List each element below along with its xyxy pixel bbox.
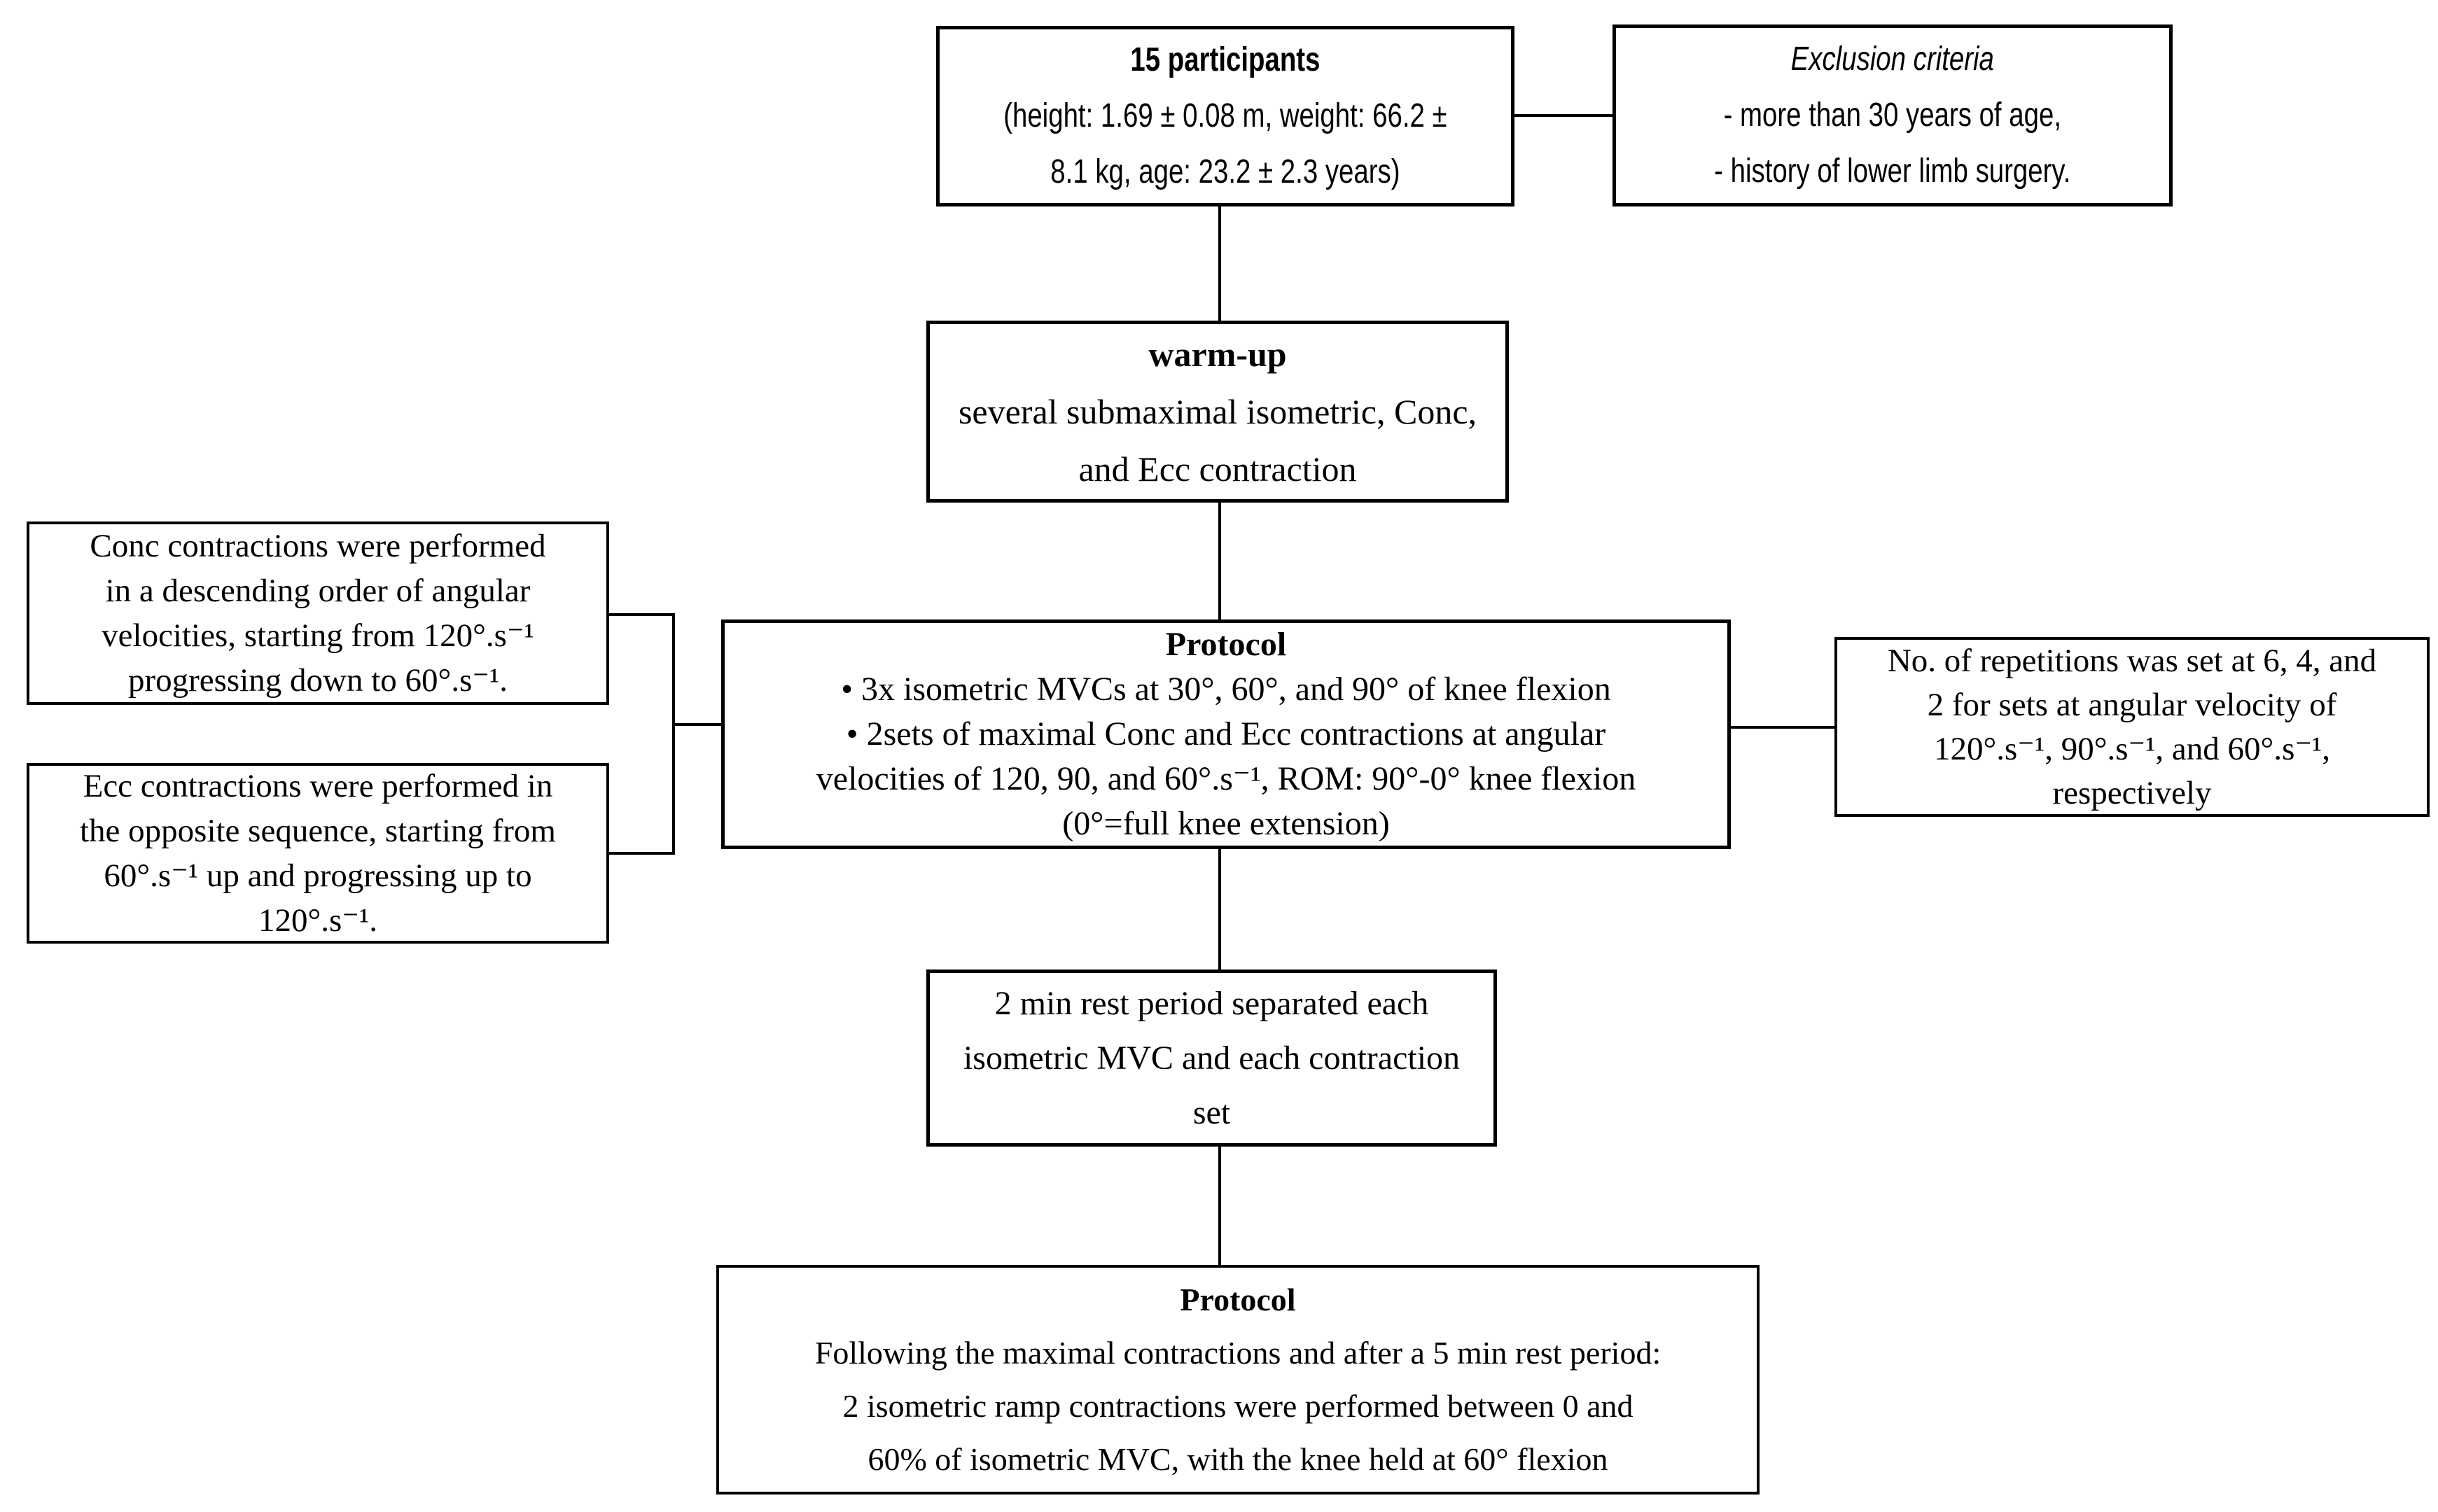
box-protocol-ramp: Protocol Following the maximal contracti… [716,1265,1760,1494]
rest-body: 2 min rest period separated each isometr… [963,984,1461,1131]
protocol-main-title: Protocol [1165,626,1287,663]
protocol-ramp-title: Protocol [1180,1282,1296,1317]
warmup-body: several submaximal isometric, Conc, and … [958,392,1477,489]
participants-body: (height: 1.69 ± 0.08 m, weight: 66.2 ± 8… [1003,97,1447,190]
box-conc-contractions: Conc contractions were performed in a de… [27,522,609,705]
box-protocol-main: Protocol • 3x isometric MVCs at 30°, 60°… [721,620,1731,849]
box-repetitions: No. of repetitions was set at 6, 4, and … [1834,637,2430,817]
repetitions-body: No. of repetitions was set at 6, 4, and … [1887,642,2377,811]
connector-left-bracket [672,613,675,855]
connector-protocol-repetitions [1731,726,1834,729]
warmup-title: warm-up [1148,335,1287,374]
connector-rest-protocol2 [1218,1147,1221,1265]
box-warmup: warm-up several submaximal isometric, Co… [926,321,1509,503]
exclusion-body: - more than 30 years of age, - history o… [1714,97,2071,190]
connector-conc-stub [609,613,675,616]
conc-body: Conc contractions were performed in a de… [90,528,546,699]
protocol-ramp-body: Following the maximal contractions and a… [814,1335,1662,1477]
box-rest-period: 2 min rest period separated each isometr… [926,969,1497,1147]
connector-participants-exclusion [1514,114,1612,117]
box-participants: 15 participants (height: 1.69 ± 0.08 m, … [936,26,1514,206]
protocol-main-body: • 3x isometric MVCs at 30°, 60°, and 90°… [816,671,1636,842]
connector-ecc-stub [609,852,675,855]
exclusion-title: Exclusion criteria [1790,41,1995,78]
box-ecc-contractions: Ecc contractions were performed in the o… [27,763,609,944]
ecc-body: Ecc contractions were performed in the o… [79,768,556,939]
box-exclusion-criteria: Exclusion criteria - more than 30 years … [1612,24,2173,206]
connector-warmup-protocol [1218,503,1221,620]
connector-participants-warmup [1218,206,1221,321]
connector-bracket-protocol [672,723,721,726]
connector-protocol-rest [1218,849,1221,969]
participants-title: 15 participants [1130,41,1321,78]
